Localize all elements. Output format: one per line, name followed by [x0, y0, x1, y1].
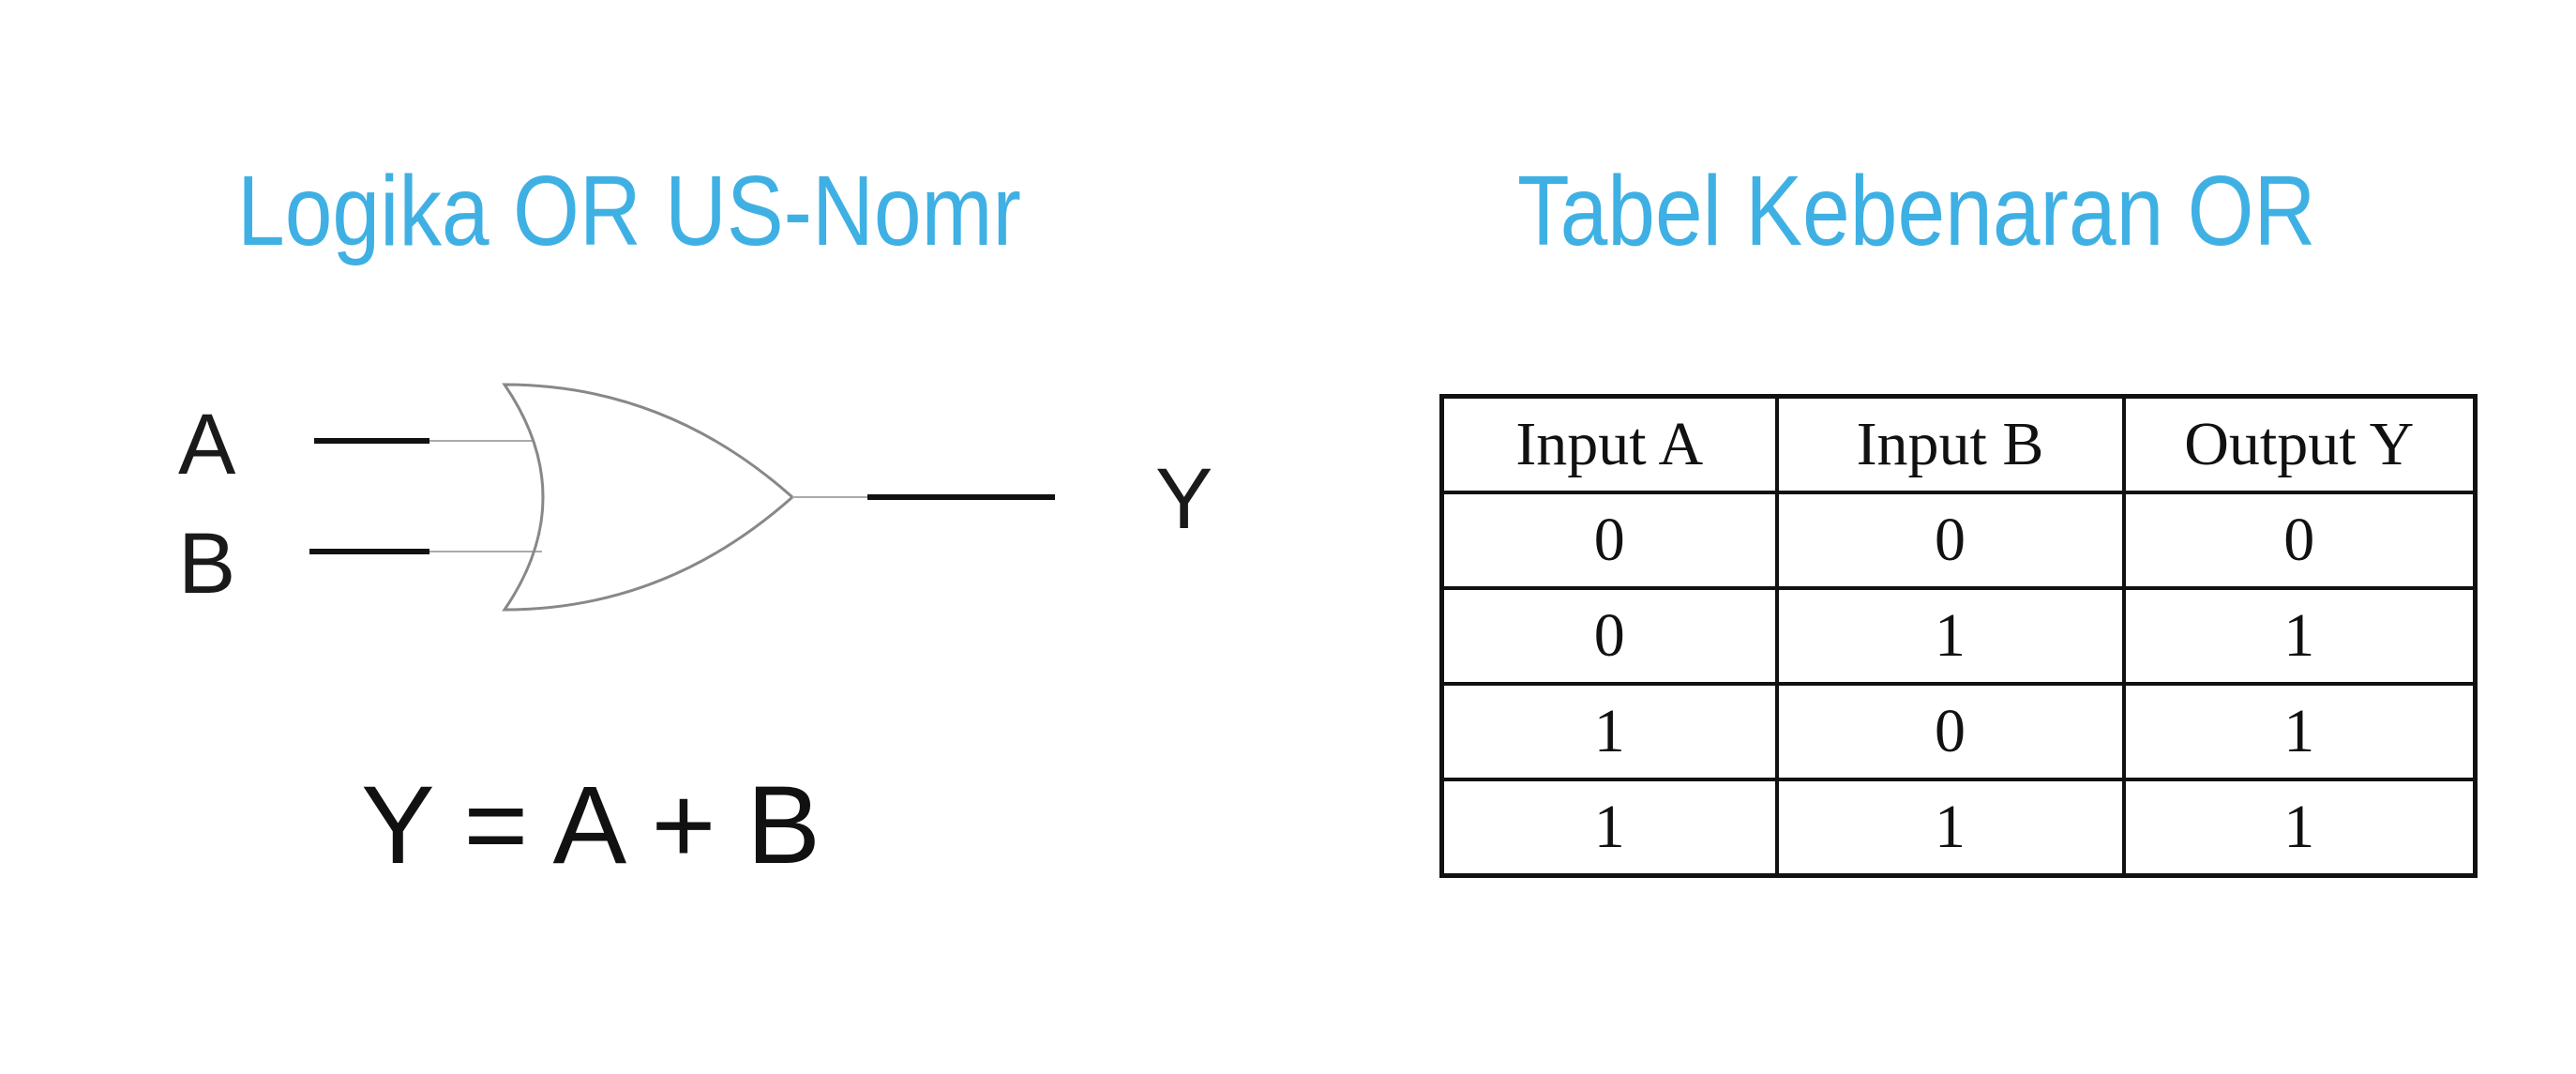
header-input-b: Input B [1774, 394, 2126, 494]
table-row: 1 0 1 [1439, 682, 2478, 781]
truth-table-title: Tabel Kebenaran OR [1517, 156, 2316, 266]
header-output-y: Output Y [2121, 394, 2478, 494]
output-y-label: Y [1155, 451, 1213, 547]
table-row: 0 1 1 [1439, 586, 2478, 686]
cell-input-b: 1 [1774, 778, 2126, 878]
cell-input-a: 0 [1439, 491, 1779, 590]
truth-table: Input A Input B Output Y 0 0 0 0 1 1 1 0… [1439, 394, 2478, 878]
cell-output-y: 1 [2121, 682, 2478, 781]
cell-output-y: 1 [2121, 778, 2478, 878]
cell-output-y: 0 [2121, 491, 2478, 590]
gate-title: Logika OR US-Nomr [237, 156, 1021, 266]
or-gate-diagram: A B Y Y = A + B [178, 383, 1213, 887]
table-row: 0 0 0 [1439, 491, 2478, 590]
header-input-a: Input A [1439, 394, 1779, 494]
cell-output-y: 1 [2121, 586, 2478, 686]
boolean-equation: Y = A + B [361, 764, 821, 887]
table-header-row: Input A Input B Output Y [1439, 394, 2478, 494]
input-b-label: B [178, 516, 235, 612]
cell-input-b: 0 [1774, 682, 2126, 781]
cell-input-b: 0 [1774, 491, 2126, 590]
cell-input-a: 0 [1439, 586, 1779, 686]
cell-input-b: 1 [1774, 586, 2126, 686]
input-a-label: A [178, 397, 236, 492]
or-gate-symbol [502, 383, 795, 612]
table-row: 1 1 1 [1439, 778, 2478, 878]
cell-input-a: 1 [1439, 682, 1779, 781]
cell-input-a: 1 [1439, 778, 1779, 878]
